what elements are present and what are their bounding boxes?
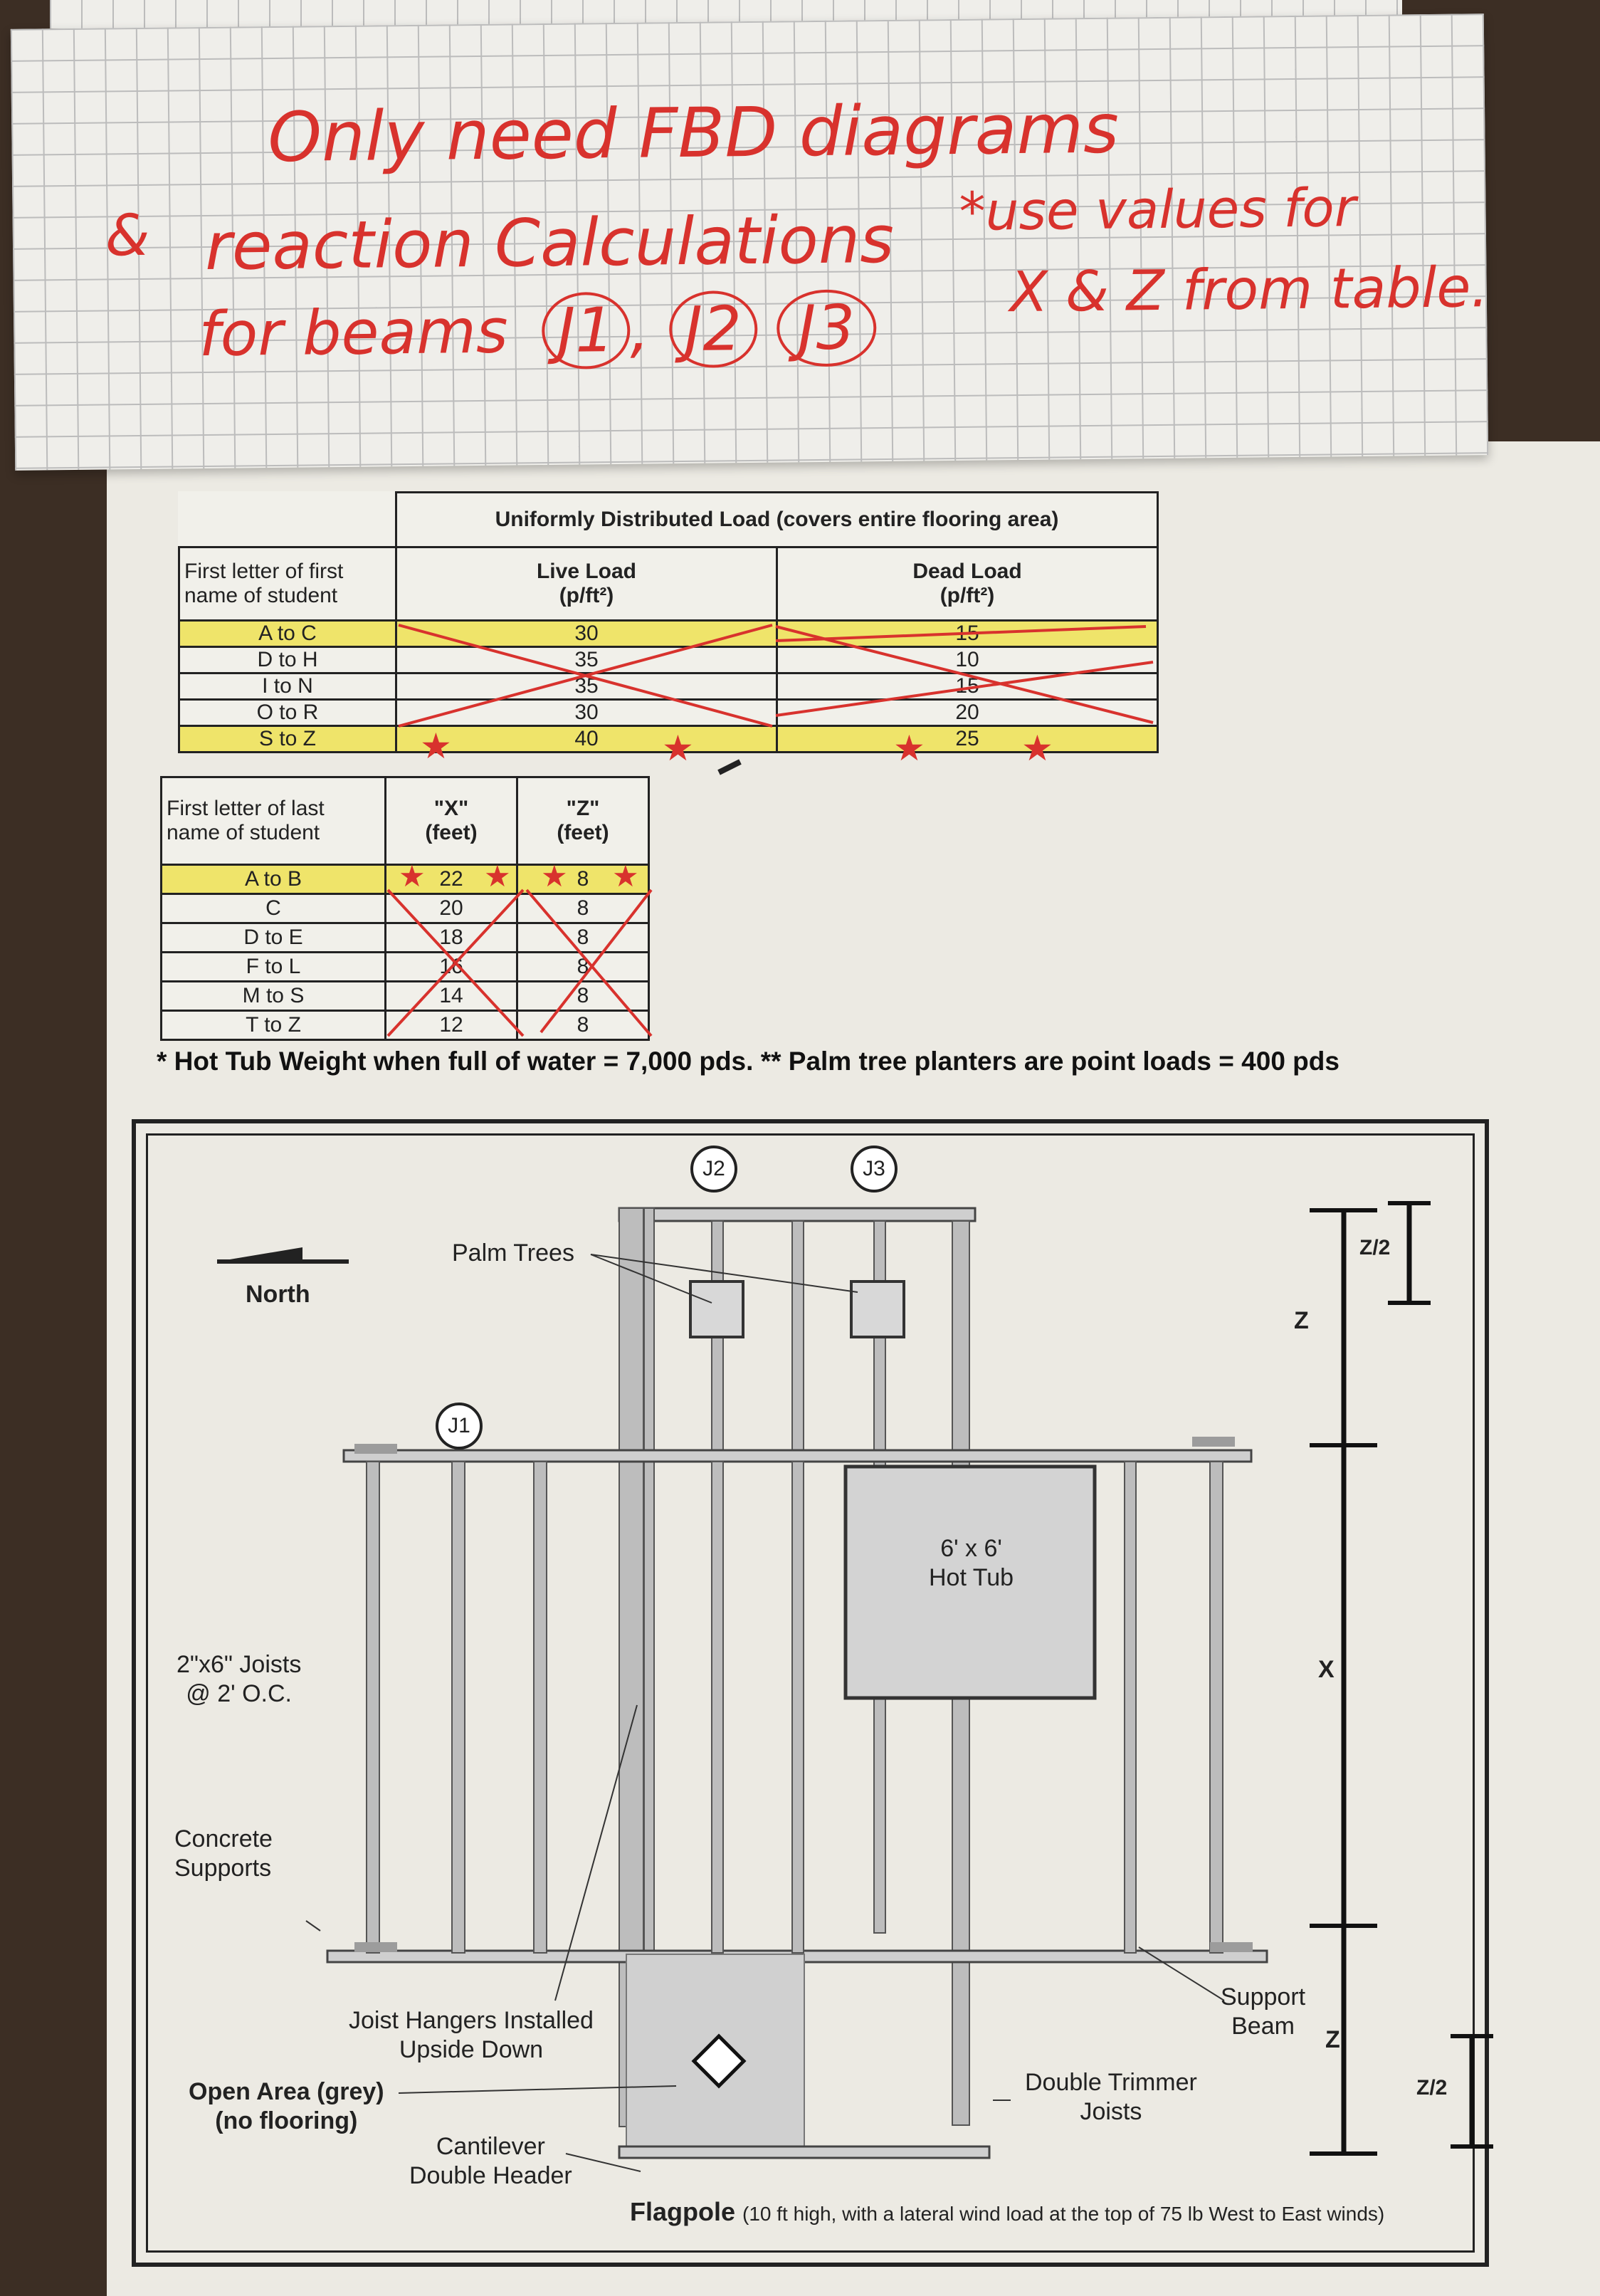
open-area-line1: Open Area (grey) — [189, 2078, 384, 2105]
load-col-letter-line1: First letter of first — [184, 560, 344, 583]
concrete-line2: Supports — [174, 1854, 272, 1882]
north-label: North — [246, 1281, 310, 1308]
palm-tree-leader — [590, 1254, 712, 1304]
load-range: S to Z — [178, 725, 397, 753]
lower-joist-j1 — [366, 1461, 380, 1954]
dim-range: F to L — [160, 951, 386, 982]
palm-tree-leader — [590, 1254, 858, 1293]
north-arrow-icon — [217, 1247, 302, 1262]
live-col-line2: (p/ft²) — [559, 584, 614, 607]
dim-range: T to Z — [160, 1010, 386, 1041]
trimmer-line2: Joists — [1080, 2097, 1142, 2125]
open-area-line2: (no flooring) — [215, 2107, 358, 2134]
flagpole-label-bold: Flagpole — [630, 2197, 736, 2226]
concrete-leader — [305, 1920, 321, 1931]
palm-tree-planter-1 — [689, 1280, 744, 1338]
joist-hanger-leader — [554, 1704, 638, 2001]
open-area-label: Open Area (grey) (no flooring) — [189, 2077, 384, 2136]
z-half-label-top: Z/2 — [1359, 1236, 1391, 1259]
load-table-col-letter: First letter of first name of student — [178, 546, 397, 622]
open-area-leader — [398, 2085, 677, 2094]
dead-col-line2: (p/ft²) — [940, 584, 995, 607]
lower-joist — [1209, 1461, 1223, 1954]
joist-hangers-label: Joist Hangers Installed Upside Down — [349, 2006, 594, 2065]
concrete-label: Concrete Supports — [174, 1825, 273, 1883]
cantilever-line1: Cantilever — [436, 2133, 545, 2160]
joists-label: 2"x6" Joists @ 2' O.C. — [177, 1650, 301, 1709]
z-half-label-bottom: Z/2 — [1416, 2076, 1448, 2100]
hot-tub-line2: Hot Tub — [929, 1563, 1014, 1591]
cantilever-label: Cantilever Double Header — [409, 2132, 572, 2191]
flagpole-icon — [691, 2033, 747, 2089]
x-col-line2: (feet) — [425, 821, 478, 844]
weights-note: * Hot Tub Weight when full of water = 7,… — [157, 1047, 1340, 1076]
dim-range: D to E — [160, 922, 386, 953]
load-table-header: Uniformly Distributed Load (covers entir… — [395, 491, 1159, 548]
x-label: X — [1318, 1656, 1335, 1683]
hangers-line2: Upside Down — [399, 2035, 544, 2063]
support-beam-north — [342, 1449, 1253, 1463]
load-table-col-dead: Dead Load (p/ft²) — [776, 546, 1159, 622]
load-range: I to N — [178, 672, 397, 701]
cantilever-double-header — [618, 2145, 991, 2159]
dim-table-col-z: "Z" (feet) — [516, 776, 650, 866]
z-col-line1: "Z" — [566, 797, 600, 820]
double-trimmer-label: Double Trimmer Joists — [1025, 2068, 1197, 2127]
support-beam-line2: Beam — [1231, 2012, 1295, 2040]
z-col-line2: (feet) — [557, 821, 609, 844]
j2-label: J2 — [690, 1146, 737, 1192]
deck-framing-diagram — [132, 1119, 1489, 2267]
hot-tub-line1: 6' x 6' — [940, 1535, 1002, 1562]
trimmer-line1: Double Trimmer — [1025, 2069, 1197, 2096]
dim-table-col-letter: First letter of last name of student — [160, 776, 386, 866]
dead-col-line1: Dead Load — [912, 560, 1022, 583]
j3-label: J3 — [851, 1146, 898, 1192]
joists-line2: @ 2' O.C. — [186, 1679, 292, 1707]
dim-col-letter-line2: name of student — [167, 821, 320, 844]
live-col-line1: Live Load — [536, 560, 637, 583]
cantilever-leader — [565, 2153, 641, 2172]
joists-line1: 2"x6" Joists — [177, 1651, 302, 1678]
j1-label: J1 — [436, 1403, 483, 1450]
load-range: D to H — [178, 646, 397, 674]
z-label-top: Z — [1294, 1307, 1309, 1334]
lower-joist — [711, 1461, 724, 1954]
support-beam-line1: Support — [1221, 1983, 1306, 2011]
dim-table-col-x: "X" (feet) — [384, 776, 518, 866]
load-range: A to C — [178, 619, 397, 648]
x-col-line1: "X" — [433, 797, 469, 820]
dim-range: C — [160, 893, 386, 924]
concrete-support — [354, 1444, 397, 1454]
hot-tub — [843, 1464, 1097, 1700]
lower-joist — [533, 1461, 547, 1954]
concrete-line1: Concrete — [174, 1825, 273, 1852]
z-label-bottom: Z — [1325, 2026, 1340, 2053]
hangers-line1: Joist Hangers Installed — [349, 2007, 594, 2034]
load-range: O to R — [178, 698, 397, 727]
load-table-col-live: Live Load (p/ft²) — [395, 546, 778, 622]
hot-tub-label: 6' x 6' Hot Tub — [929, 1534, 1014, 1593]
concrete-support — [1210, 1942, 1253, 1952]
support-beam-label: Support Beam — [1221, 1983, 1305, 2041]
lower-joist — [451, 1461, 465, 1954]
flagpole-label-detail: (10 ft high, with a lateral wind load at… — [742, 2203, 1385, 2225]
load-col-letter-line2: name of student — [184, 584, 338, 607]
lower-joist — [791, 1461, 804, 1954]
concrete-support — [354, 1942, 397, 1952]
dead-value: 25 — [776, 725, 1159, 753]
flagpole-label: Flagpole (10 ft high, with a lateral win… — [630, 2196, 1384, 2227]
dim-range: M to S — [160, 980, 386, 1012]
palm-tree-planter-2 — [850, 1280, 905, 1338]
concrete-support — [1192, 1437, 1235, 1447]
palm-trees-label: Palm Trees — [452, 1239, 574, 1267]
lower-joist — [1124, 1461, 1137, 1954]
cantilever-line2: Double Header — [409, 2161, 572, 2189]
dim-range: A to B — [160, 864, 386, 895]
dim-col-letter-line1: First letter of last — [167, 797, 325, 820]
top-header-beam — [618, 1207, 977, 1222]
support-beam-leader — [1138, 1946, 1225, 2001]
